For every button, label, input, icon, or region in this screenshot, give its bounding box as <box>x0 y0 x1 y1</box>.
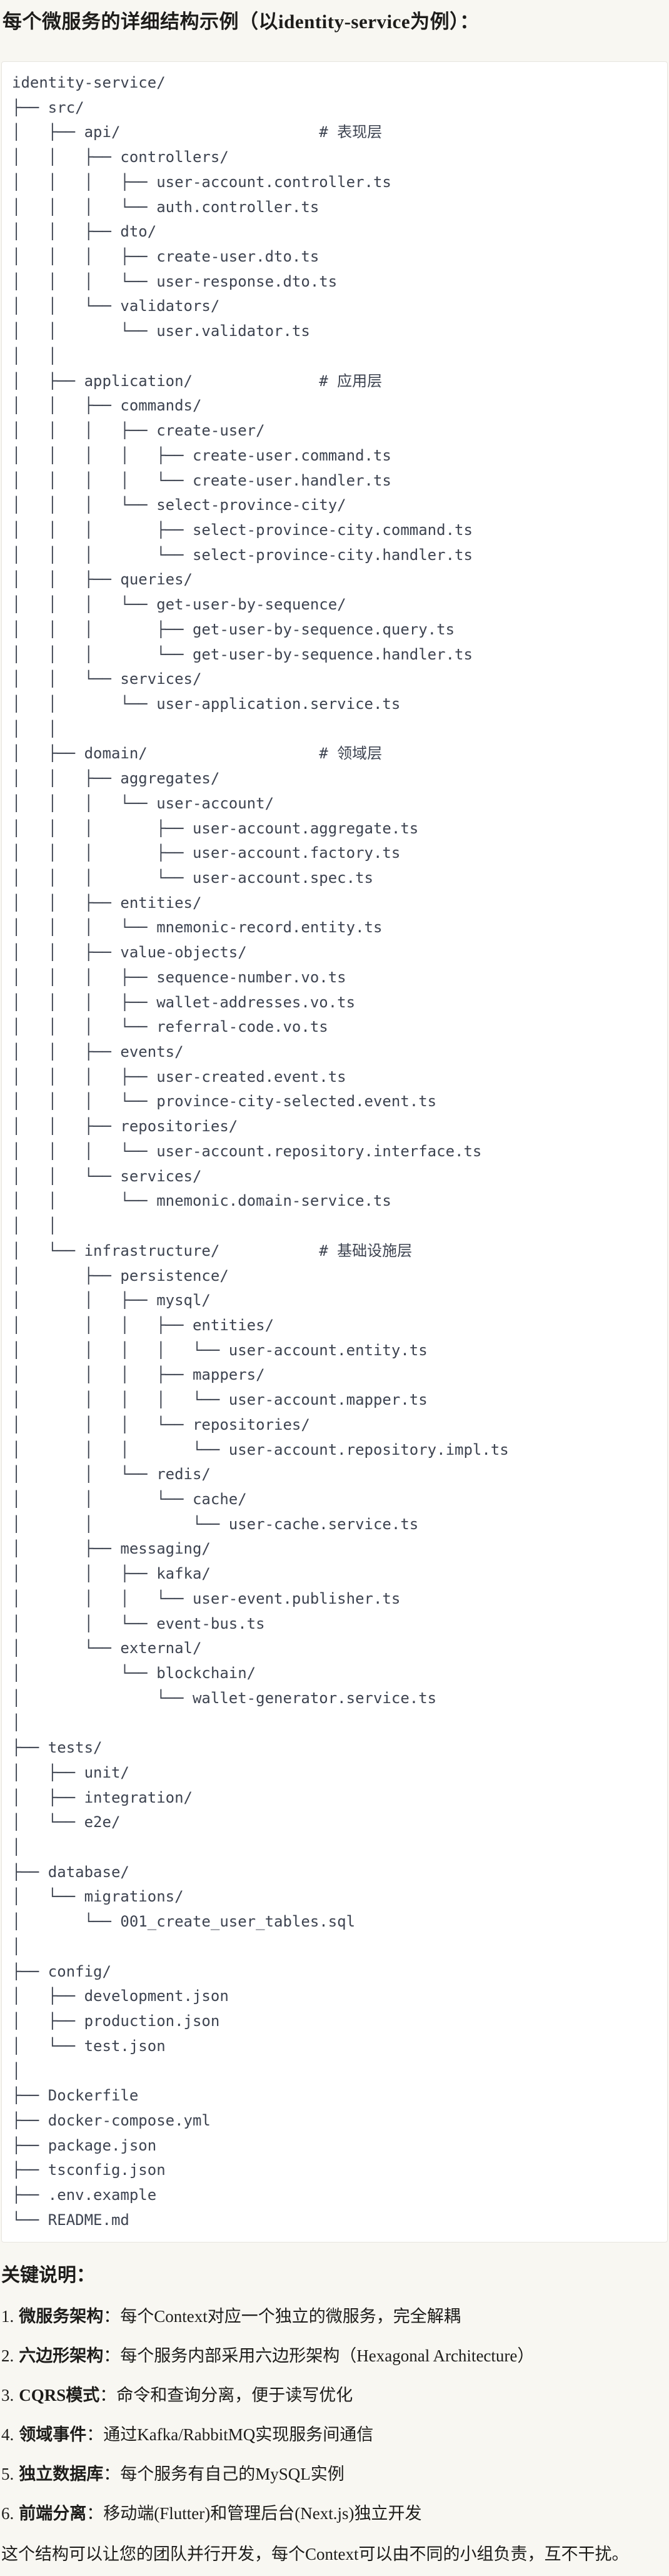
note-text: 每个Context对应一个独立的微服务，完全解耦 <box>120 2306 461 2326</box>
note-separator: ： <box>99 2385 117 2405</box>
note-label: 六边形架构 <box>19 2346 104 2365</box>
note-text: 命令和查询分离，便于读写优化 <box>116 2385 353 2405</box>
note-separator: ： <box>103 2306 121 2326</box>
closing-paragraph: 这个结构可以让您的团队并行开发，每个Context可以由不同的小组负责，互不干扰… <box>1 2544 629 2563</box>
note-label: 领域事件 <box>19 2425 87 2444</box>
note-number: 2. <box>1 2346 14 2365</box>
note-item-domain-events: 4. 领域事件：通过Kafka/RabbitMQ实现服务间通信 <box>1 2423 668 2446</box>
note-number: 6. <box>1 2503 14 2523</box>
note-item-frontend-separation: 6.前端分离：移动端(Flutter)和管理后台(Next.js)独立开发 <box>1 2502 668 2525</box>
note-item-hexagonal: 2. 六边形架构：每个服务内部采用六边形架构（Hexagonal Architec… <box>1 2344 668 2367</box>
code-block: identity-service/ ├── src/ │ ├── api/ # … <box>1 61 668 2243</box>
directory-tree: identity-service/ ├── src/ │ ├── api/ # … <box>12 74 509 2229</box>
note-label: 微服务架构 <box>19 2306 104 2326</box>
note-text: 移动端(Flutter)和管理后台(Next.js)独立开发 <box>103 2503 422 2523</box>
note-item-cqrs: 3.CQRS模式：命令和查询分离，便于读写优化 <box>1 2384 668 2406</box>
note-label: CQRS模式 <box>19 2385 100 2405</box>
note-label: 独立数据库 <box>19 2464 104 2483</box>
note-separator: ： <box>103 2464 121 2483</box>
note-text: 每个服务有自己的MySQL实例 <box>120 2464 345 2483</box>
note-text: 每个服务内部采用六边形架构（Hexagonal Architecture） <box>120 2346 535 2365</box>
notes-heading: 关键说明： <box>1 2264 95 2286</box>
note-item-microservices: 1.微服务架构：每个Context对应一个独立的微服务，完全解耦 <box>1 2305 668 2328</box>
note-label: 前端分离 <box>19 2503 87 2523</box>
note-text: 通过Kafka/RabbitMQ实现服务间通信 <box>103 2425 374 2444</box>
note-item-independent-db: 5. 独立数据库：每个服务有自己的MySQL实例 <box>1 2463 668 2485</box>
note-number: 5. <box>1 2464 14 2483</box>
note-number: 3. <box>1 2385 14 2405</box>
note-separator: ： <box>86 2425 104 2444</box>
note-separator: ： <box>86 2503 104 2523</box>
note-separator: ： <box>103 2346 121 2365</box>
note-number: 1. <box>1 2306 14 2326</box>
page-title: 每个微服务的详细结构示例（以identity-service为例）： <box>3 11 480 33</box>
note-number: 4. <box>1 2425 14 2444</box>
